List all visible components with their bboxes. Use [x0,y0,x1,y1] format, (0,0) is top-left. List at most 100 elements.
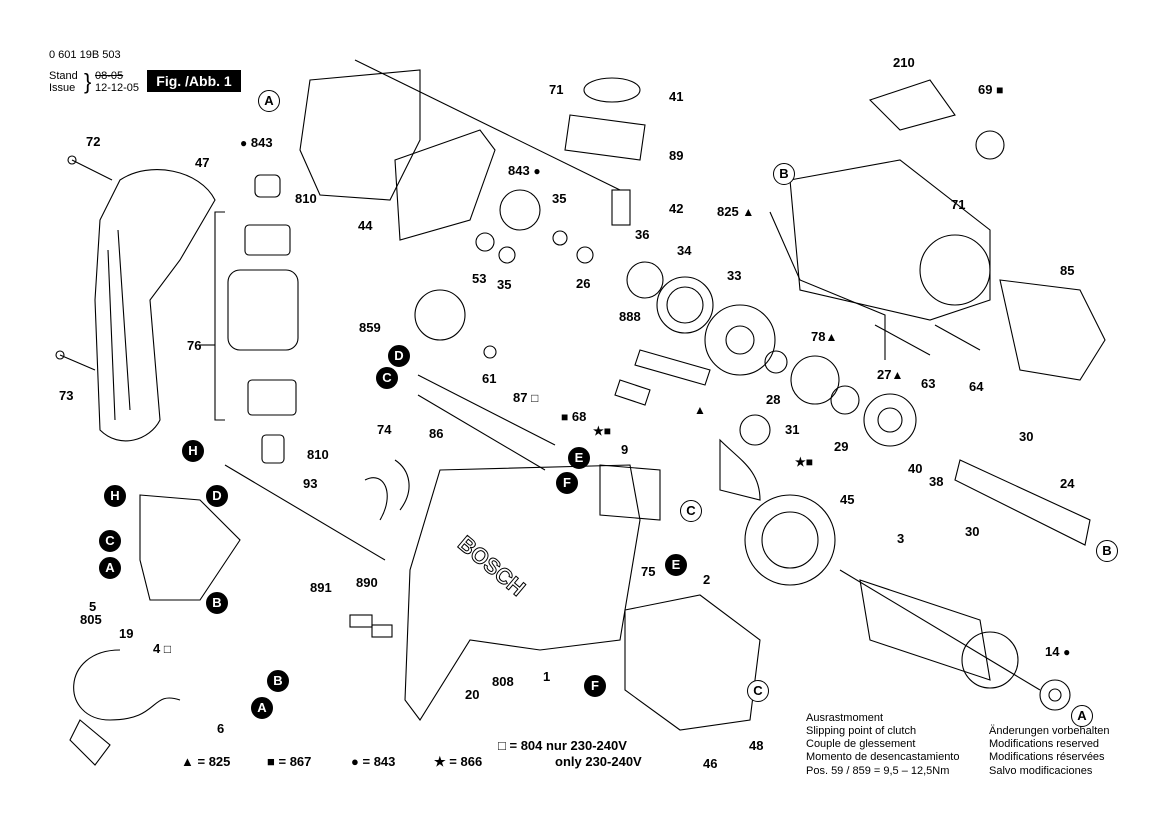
part-star-square-right: ★■ [795,455,813,469]
part-46: 46 [703,756,718,771]
part-89: 89 [669,148,684,163]
part-20: 20 [465,687,480,702]
part-87-number: 87 [513,390,528,405]
ref-letter-a: A [258,90,280,112]
legend-dot: ● = 843 [351,754,395,769]
part-19: 19 [119,626,134,641]
ref-letter-b-2: B [1096,540,1118,562]
part-38: 38 [929,474,944,489]
part-44: 44 [358,218,373,233]
part-859: 859 [359,320,381,335]
part-69-number: 69 [978,82,993,97]
part-27: 27▲ [877,367,904,383]
ref-letter-a-2: A [99,557,121,579]
dot-symbol: ● [533,164,541,178]
part-63: 63 [921,376,936,391]
part-93: 93 [303,476,318,491]
legend-star: ★ = 866 [434,754,482,769]
part-825: 825 ▲ [717,204,755,220]
dot-symbol: ● [1063,645,1071,659]
square-symbol: ■ [561,410,569,424]
part-85: 85 [1060,263,1075,278]
part-72: 72 [86,134,101,149]
part-4-number: 4 [153,641,161,656]
ref-letter-h-2: H [104,485,126,507]
clutch-note-line4: Momento de desencastamiento [806,751,960,763]
part-843-center-number: 843 [508,163,530,178]
legend-dot-text: = 843 [362,754,396,769]
part-68: ■ 68 [561,409,587,425]
ref-letter-a-4: A [1071,705,1093,727]
square-symbol: ■ [996,83,1004,97]
part-810-bottom: 810 [307,447,329,462]
part-843-left: ● 843 [240,135,273,151]
part-27-number: 27 [877,367,892,382]
chuck [999,279,1106,381]
power-cable [73,649,181,721]
changes-note-line4: Salvo modificaciones [989,765,1093,777]
part-4: 4 □ [153,641,172,657]
part-star-square-left: ★■ [593,424,611,438]
ref-letter-a-3: A [251,697,273,719]
part-6: 6 [217,721,225,736]
part-14: 14 ● [1045,644,1071,660]
gear-housing [299,69,421,201]
part-68-number: 68 [571,409,587,424]
ref-letter-c: C [376,367,398,389]
ref-letter-b-4: B [267,670,289,692]
part-30-bottom: 30 [965,524,980,539]
part-26: 26 [576,276,591,291]
part-24: 24 [1060,476,1075,491]
part-42: 42 [669,201,684,216]
part-36: 36 [635,227,650,242]
box-symbol: □ [498,738,506,753]
part-825-number: 825 [717,204,739,219]
part-14-number: 14 [1045,644,1060,659]
triangle-symbol: ▲ [694,403,706,417]
field-coil [624,594,761,731]
changes-note-line2: Modifications reserved [989,738,1100,750]
part-9: 9 [621,442,629,457]
main-housing [404,464,641,721]
part-2: 2 [703,572,711,587]
issue-date: 12-12-05 [95,82,140,94]
handle-shell [94,169,216,442]
part-31: 31 [785,422,800,437]
legend-box-note-line2: only 230-240V [555,754,642,769]
triangle-symbol: ▲ [742,205,755,219]
star-square-symbol: ★■ [795,455,814,469]
figure-label: Fig. /Abb. 1 [147,70,241,92]
part-1: 1 [543,669,551,684]
document-number: 0 601 19B 503 [49,49,121,61]
brace-glyph: } [84,69,92,94]
triangle-symbol: ▲ [891,368,904,382]
star-symbol: ★ [434,754,446,769]
ref-letter-f: F [556,472,578,494]
part-73: 73 [59,388,74,403]
svg-text:BOSCH: BOSCH [453,531,530,601]
dot-symbol: ● [351,754,359,769]
part-28: 28 [766,392,781,407]
square-symbol: ■ [267,754,275,769]
ref-letter-c-3: C [680,500,702,522]
ref-letter-d: D [388,345,410,367]
ref-letter-e: E [568,447,590,469]
ref-letter-c-2: C [99,530,121,552]
star-square-symbol: ★■ [593,424,612,438]
clutch-note-line1: Ausrastmoment [806,712,884,724]
changes-note-line3: Modifications réservées [989,751,1105,763]
ref-letter-f-2: F [584,675,606,697]
part-891: 891 [310,580,332,595]
part-843-left-number: 843 [250,135,273,150]
part-890: 890 [356,575,378,590]
legend-box-note-line1: = 804 nur 230-240V [509,738,627,753]
part-71-right: 71 [951,197,966,212]
changes-note-line1: Änderungen vorbehalten [989,725,1110,737]
front-housing [789,159,991,321]
box-symbol: □ [163,642,172,656]
part-843-center: 843 ● [508,163,541,179]
triangle-symbol: ▲ [181,754,194,769]
part-47: 47 [195,155,210,170]
part-64: 64 [969,379,984,394]
